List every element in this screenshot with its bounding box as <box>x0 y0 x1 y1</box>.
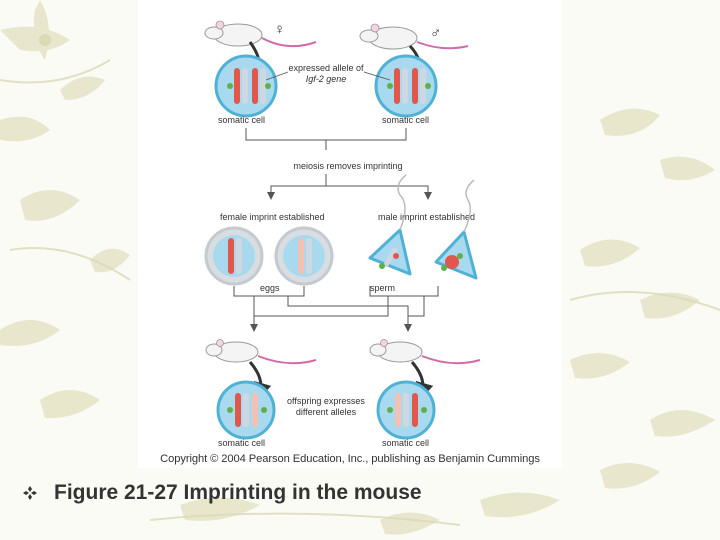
male-mouse <box>359 23 469 50</box>
egg-to-offspring-right-arrow <box>287 296 412 332</box>
sperm-bracket <box>369 286 439 297</box>
offspring-mouse-left <box>205 339 317 365</box>
caption-row: Figure 21-27 Imprinting in the mouse <box>22 478 422 508</box>
eggs-label: eggs <box>260 283 280 293</box>
female-imprint-label: female imprint established <box>220 212 325 222</box>
offspring-label-line2: different alleles <box>296 407 357 417</box>
female-mouse <box>204 20 317 48</box>
arrow-to-eggs <box>267 174 327 200</box>
sperm-to-offspring-right-line <box>408 296 425 317</box>
offspring-somatic-cell-right <box>376 380 436 440</box>
offspring-somatic-cell-left <box>216 380 276 440</box>
allele-pointer-right <box>363 71 391 81</box>
somatic-cell-label-top-right: somatic cell <box>382 115 429 125</box>
female-symbol: ♀ <box>274 21 285 38</box>
offspring-mouse-right <box>369 339 481 365</box>
expressed-allele-label: expressed allele of <box>288 63 364 73</box>
somatic-cell-label-top-left: somatic cell <box>218 115 265 125</box>
copyright-notice: Copyright © 2004 Pearson Education, Inc.… <box>160 453 540 465</box>
arrow-to-sperm <box>326 185 432 200</box>
eggs-bracket <box>233 286 305 297</box>
four-diamond-bullet-icon <box>23 486 37 500</box>
allele-pointer-left <box>265 71 289 81</box>
egg-right <box>274 226 334 286</box>
imprinting-figure: ♀ ♂ expressed allele of <box>138 0 562 468</box>
sperm-label: sperm <box>370 283 395 293</box>
somatic-cell-label-bottom-left: somatic cell <box>218 438 265 448</box>
egg-left <box>204 226 264 286</box>
male-symbol: ♂ <box>430 25 441 42</box>
sperm-left <box>368 174 412 276</box>
meiosis-label: meiosis removes imprinting <box>293 161 402 171</box>
somatic-cell-label-bottom-right: somatic cell <box>382 438 429 448</box>
imprinting-diagram: ♀ ♂ expressed allele of <box>204 20 481 448</box>
slide-caption: Figure 21-27 Imprinting in the mouse <box>54 481 422 504</box>
offspring-label-line1: offspring expresses <box>287 396 365 406</box>
gene-label: Igf-2 gene <box>306 74 347 84</box>
sperm-to-offspring-left-line <box>254 296 389 317</box>
male-imprint-label: male imprint established <box>378 212 475 222</box>
sperm-right <box>434 179 478 280</box>
male-somatic-cell <box>374 54 438 118</box>
female-somatic-cell <box>214 54 278 118</box>
meiosis-bracket <box>245 128 407 141</box>
